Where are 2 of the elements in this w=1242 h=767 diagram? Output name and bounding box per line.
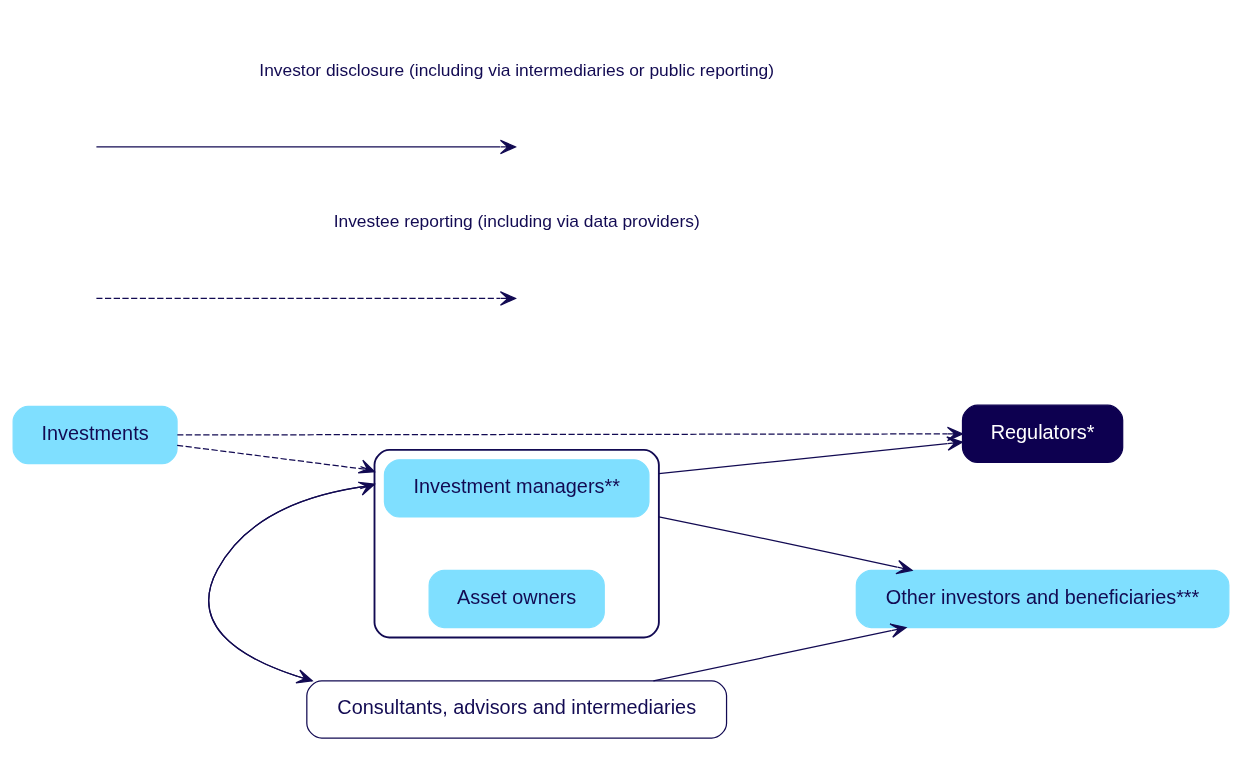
legend-label: Investor disclosure (including via intermediaries or public reporting) [259, 59, 775, 80]
legend-label: Investee reporting (including via data providers) [333, 211, 700, 232]
